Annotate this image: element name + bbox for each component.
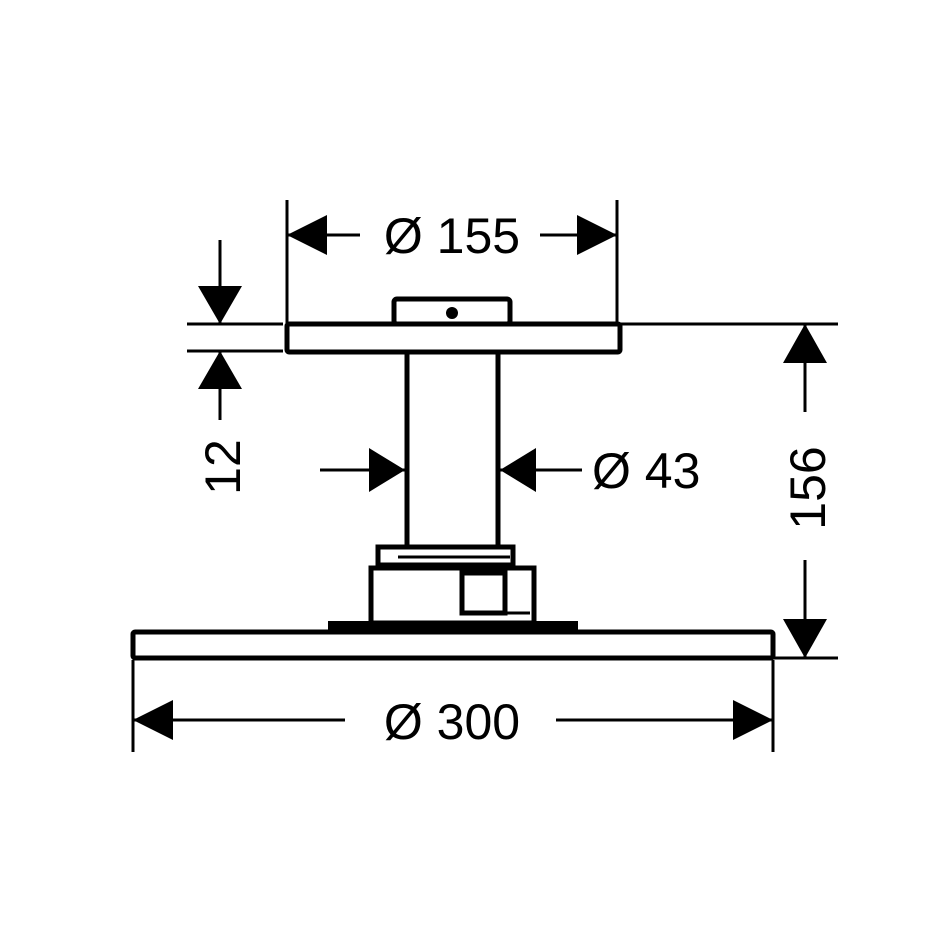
dimension-300-label: Ø 300	[384, 694, 520, 750]
joint-assembly	[328, 544, 578, 632]
ceiling-plate	[284, 321, 623, 355]
dimension-155-label: Ø 155	[384, 208, 520, 264]
dimension-43: Ø 43	[320, 443, 700, 499]
dimension-12: 12	[187, 240, 283, 495]
dimension-43-label: Ø 43	[592, 443, 700, 499]
dimension-12-label: 12	[195, 439, 251, 495]
mounting-plate	[328, 621, 578, 632]
shower-head	[130, 629, 776, 661]
dimension-156: 156	[620, 322, 838, 660]
ceiling-cap	[391, 296, 513, 327]
dimension-300: Ø 300	[131, 660, 775, 752]
pipe	[404, 352, 501, 546]
dimension-155: Ø 155	[285, 200, 619, 324]
dimension-156-label: 156	[780, 446, 836, 529]
